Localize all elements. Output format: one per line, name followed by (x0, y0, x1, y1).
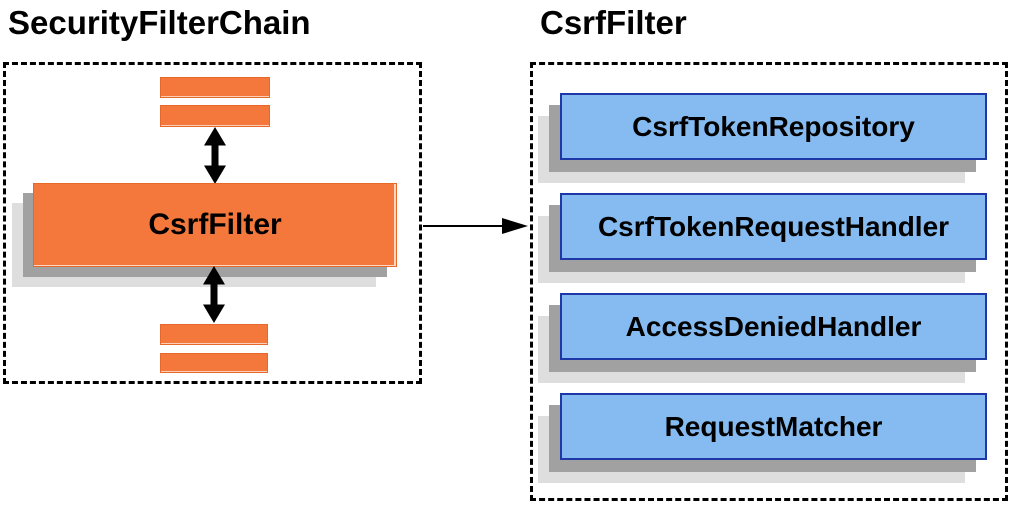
arrow-right-icon (423, 218, 528, 234)
securityfilterchain-title: SecurityFilterChain (8, 4, 311, 41)
component-requestmatcher: RequestMatcher (560, 393, 987, 460)
component-label: CsrfTokenRequestHandler (597, 210, 950, 242)
bidirectional-arrow-icon (204, 127, 226, 184)
component-csrftokenrequesthandler: CsrfTokenRequestHandler (560, 193, 987, 260)
filter-placeholder-bar (160, 77, 270, 98)
filter-placeholder-bar (160, 353, 268, 373)
securityfilterchain-container (3, 62, 422, 384)
csrffilter-box: CsrfFilter (33, 183, 397, 267)
component-label: RequestMatcher (664, 410, 883, 442)
bidirectional-arrow-icon (203, 266, 225, 323)
csrffilter-title: CsrfFilter (540, 4, 687, 41)
component-accessdeniedhandler: AccessDeniedHandler (560, 293, 987, 360)
csrffilter-components-container (530, 62, 1008, 501)
component-label: AccessDeniedHandler (625, 310, 922, 342)
filter-placeholder-bar (160, 324, 268, 345)
component-label: CsrfTokenRepository (632, 110, 915, 142)
csrffilter-box-label: CsrfFilter (148, 208, 282, 241)
filter-placeholder-bar (160, 105, 270, 127)
component-csrftokenrepository: CsrfTokenRepository (560, 93, 987, 160)
